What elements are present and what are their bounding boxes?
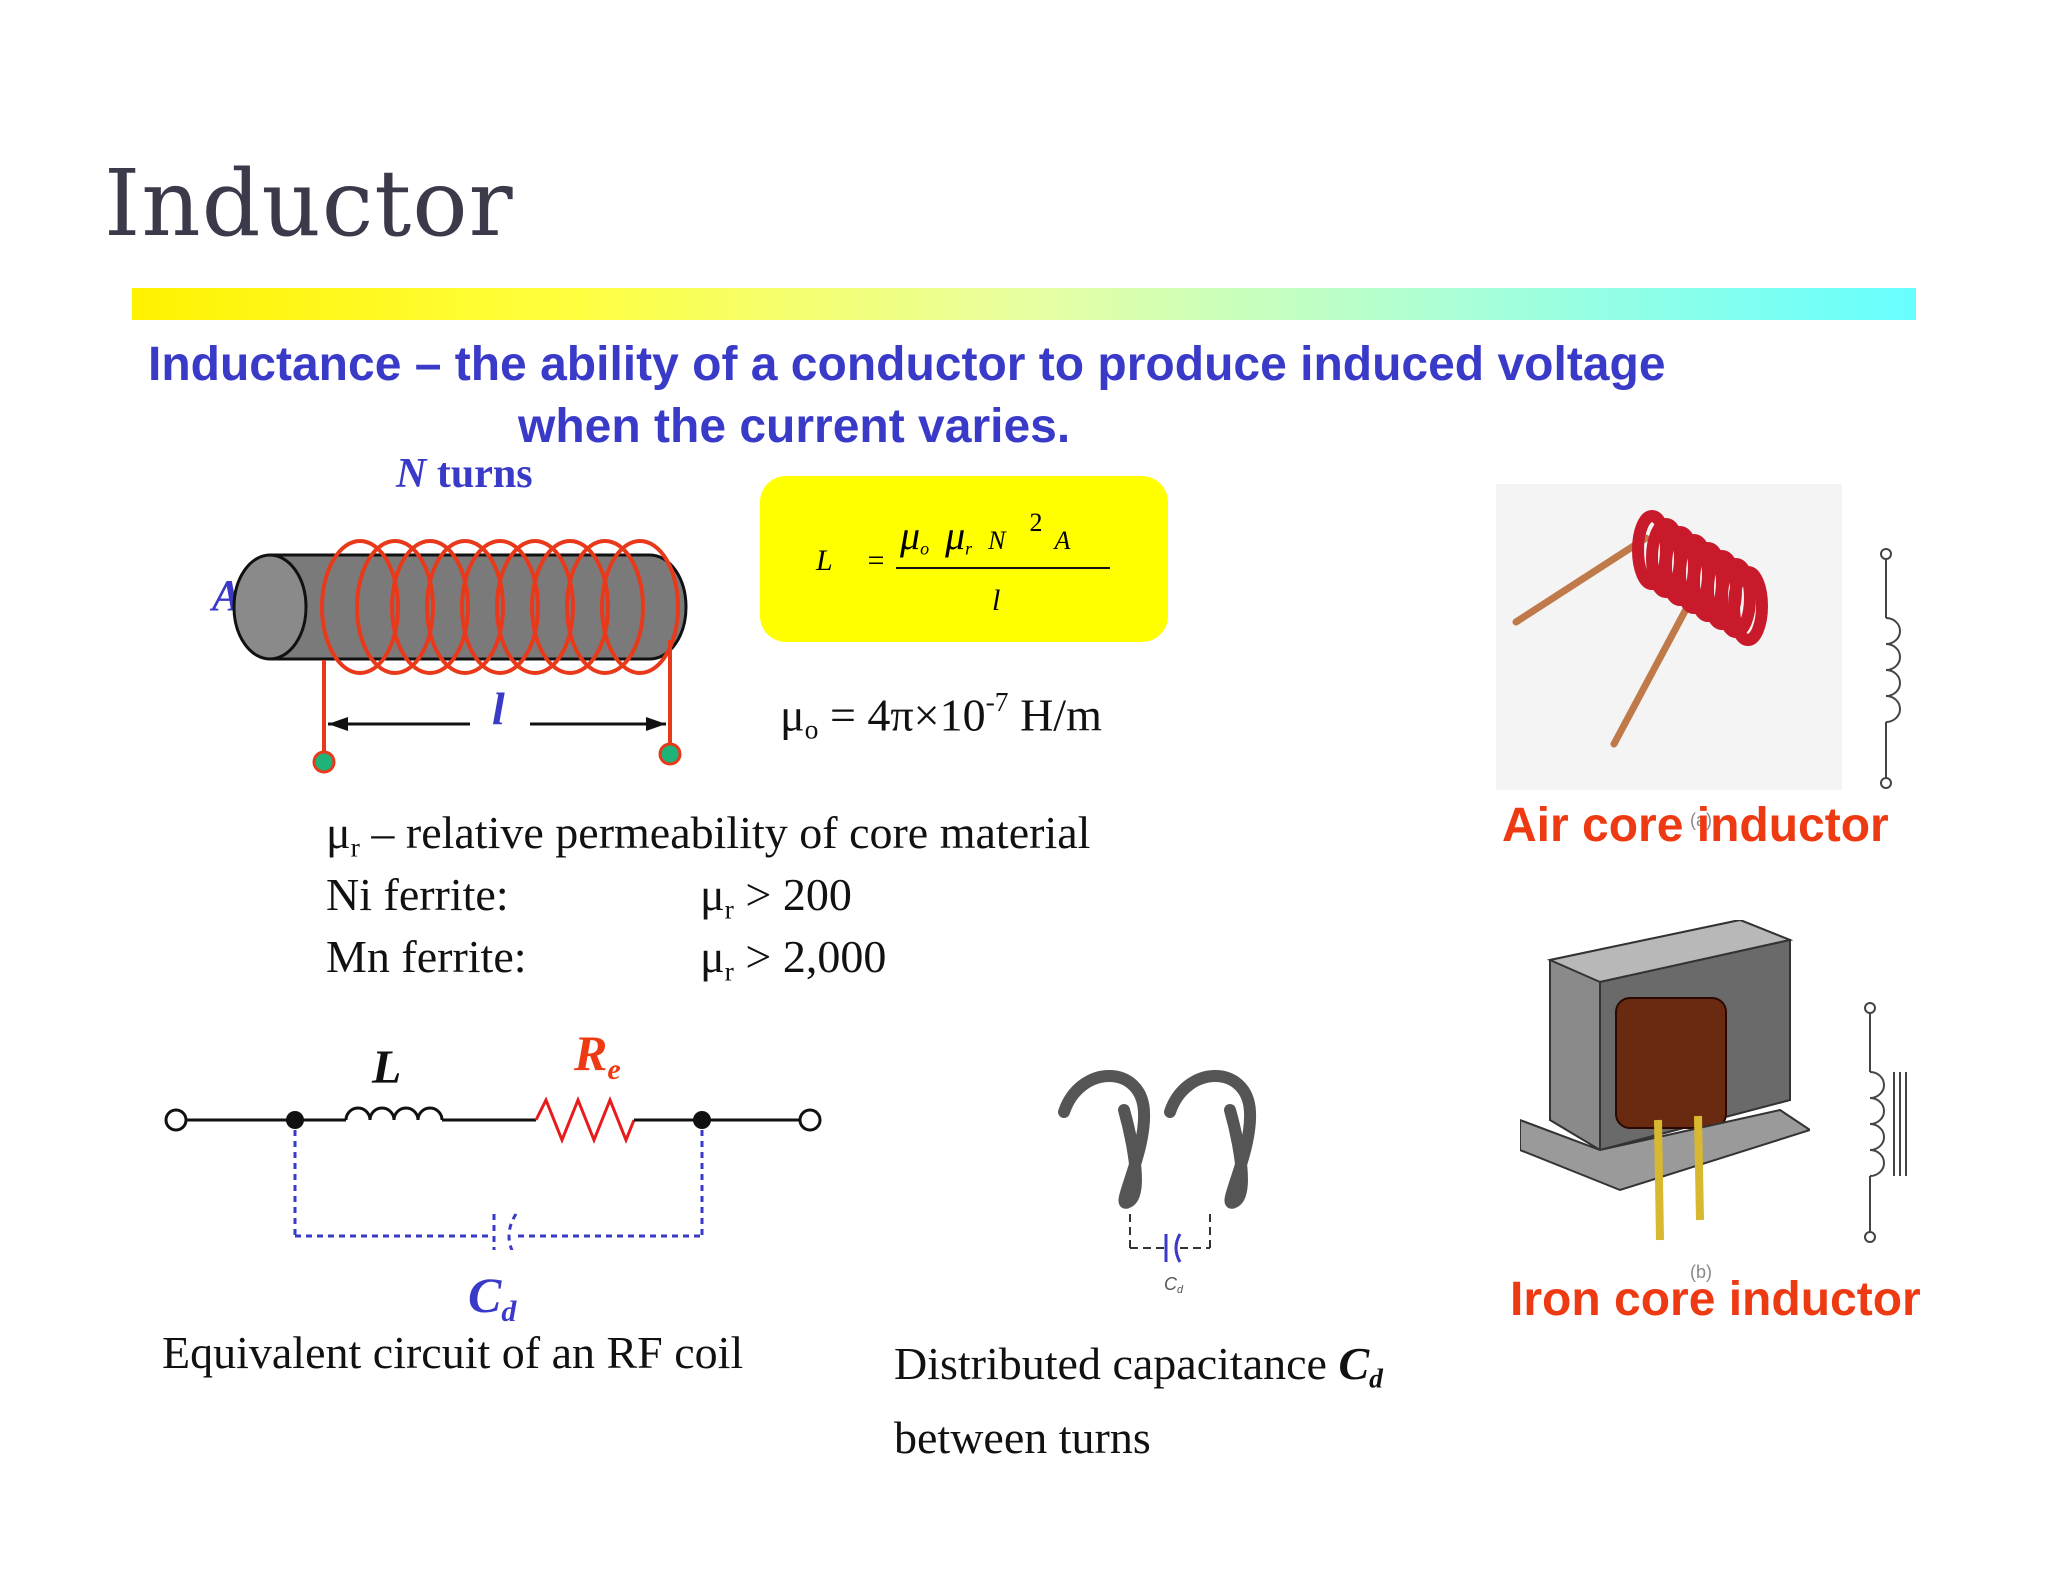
mu-r-sub: r	[965, 538, 973, 559]
mn-ferrite-label: Mn ferrite:	[326, 931, 527, 982]
formula-N: N	[988, 526, 1006, 556]
air-core-inductor-photo	[1496, 484, 1842, 790]
dc-text: Distributed capacitance	[894, 1338, 1339, 1389]
dc-cd-sub: d	[1369, 1362, 1383, 1394]
mn-ferrite-value: μr > 2,000	[700, 930, 886, 987]
definition-heading: Inductance – the ability of a conductor …	[148, 334, 1848, 458]
inductor-symbol	[344, 1106, 444, 1121]
mn-sub: r	[724, 955, 734, 987]
iron-core-winding	[1615, 997, 1727, 1129]
equivalent-circuit	[164, 1095, 822, 1250]
air-photo-tag: (a)	[1690, 810, 1712, 830]
slide-title: Inductor	[104, 150, 514, 257]
air-core-label: Air core inductor	[1502, 799, 1889, 852]
distributed-capacitance-sketch	[1058, 1070, 1257, 1263]
mur-mu: μ	[326, 807, 351, 858]
formula-lhs: L =	[816, 544, 886, 578]
circuit-Re-label: Re	[574, 1024, 621, 1087]
iron-photo-tag: (b)	[1690, 1262, 1712, 1282]
const-sub: o	[804, 713, 819, 745]
formula-A: A	[1054, 526, 1071, 556]
title-gradient-bar	[132, 288, 1916, 320]
const-exp: -7	[985, 686, 1009, 717]
solenoid-turns-label: N turns	[396, 450, 533, 498]
ni-sub: r	[724, 893, 734, 925]
ni-mu: μ	[700, 869, 725, 920]
distributed-capacitor-path	[293, 1130, 704, 1250]
iron-core-symbol	[1864, 1002, 1907, 1243]
mur-desc: – relative permeability of core material	[359, 807, 1091, 858]
circuit-L-label: L	[372, 1041, 402, 1094]
mn-mu: μ	[700, 931, 725, 982]
mu-r-symbol: μ	[945, 513, 966, 559]
formula-numerator: μo μr N 2 A	[900, 508, 1070, 560]
formula-L: L	[816, 544, 833, 577]
turns-n-symbol: N	[396, 451, 427, 497]
formula-denominator: l	[992, 584, 1001, 617]
mur-sub: r	[350, 831, 360, 863]
turns-text: turns	[426, 451, 533, 497]
terminal-right	[658, 742, 682, 766]
air-coil-windings	[1632, 510, 1768, 646]
const-mu: μ	[780, 689, 805, 741]
const-value: = 4π×10	[818, 689, 986, 741]
const-unit: H/m	[1008, 689, 1102, 741]
air-core-symbol	[1880, 548, 1901, 789]
distributed-caption-line1: Distributed capacitance Cd	[894, 1334, 1383, 1408]
cd-small-sub: d	[1177, 1284, 1184, 1297]
cylinder-end	[232, 553, 308, 661]
distributed-caption: Distributed capacitance Cd between turns	[894, 1334, 1383, 1468]
cd-sub: d	[501, 1295, 517, 1328]
cd-main: C	[468, 1267, 502, 1323]
cd-small-main: C	[1164, 1274, 1177, 1294]
inductance-formula-box	[760, 476, 1168, 642]
re-sub: e	[607, 1053, 621, 1086]
dc-cd: C	[1338, 1338, 1370, 1389]
distributed-cd-small-label: Cd	[1164, 1274, 1183, 1296]
distributed-caption-line2: between turns	[894, 1412, 1151, 1464]
coil-turns	[1058, 1070, 1257, 1209]
circuit-caption: Equivalent circuit of an RF coil	[162, 1327, 744, 1378]
formula-equals: =	[865, 544, 886, 577]
cylinder-body	[268, 553, 688, 661]
definition-line-2: when the current varies.	[518, 400, 1071, 453]
ni-val: > 200	[733, 869, 852, 920]
solenoid-diagram	[232, 539, 688, 774]
terminal-left	[312, 750, 336, 774]
relative-permeability-line: μr – relative permeability of core mater…	[326, 806, 1090, 863]
definition-line-1: Inductance – the ability of a conductor …	[148, 338, 1666, 391]
iron-core-label: Iron core inductor	[1510, 1273, 1921, 1326]
formula-exp: 2	[1029, 508, 1043, 537]
solenoid-length-label: l	[492, 683, 505, 734]
ni-ferrite-value: μr > 200	[700, 868, 852, 925]
re-main: R	[574, 1025, 608, 1081]
resistor-symbol	[534, 1095, 636, 1145]
coil-loops	[320, 539, 680, 675]
circuit-Cd-label: Cd	[468, 1266, 516, 1329]
iron-core-inductor-photo	[1520, 920, 1810, 1250]
mu-o-sub: o	[920, 538, 930, 559]
ni-ferrite-label: Ni ferrite:	[326, 869, 509, 920]
permeability-constant: μo = 4π×10-7 H/m	[780, 686, 1102, 746]
mu-o-symbol: μ	[900, 513, 921, 559]
mn-val: > 2,000	[733, 931, 887, 982]
formula-fraction-line	[896, 567, 1110, 569]
